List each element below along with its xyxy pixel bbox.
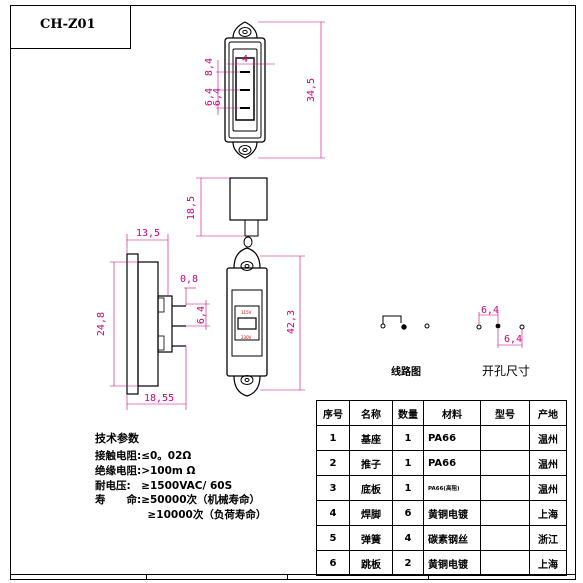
bom-cell: 基座 — [349, 425, 393, 451]
bom-cell: 碳素钢丝 — [423, 525, 481, 551]
bom-cell — [480, 550, 530, 576]
bom-header-cell: 序号 — [316, 400, 350, 426]
bom-table: 序号 名称 数量 材料 型号 产地 1 基座 1 PA66 温州 2 推子 1 … — [316, 400, 567, 576]
side-profile-view — [126, 253, 186, 395]
wiring-caption: 线路图 — [391, 367, 421, 378]
bom-cell: 温州 — [529, 425, 567, 451]
dim-side-depth: 13,5 — [136, 228, 161, 239]
bom-header-cell: 名称 — [349, 400, 393, 426]
bom-cell: PA66 — [423, 425, 481, 451]
voltage-label-lower: 230V — [241, 335, 252, 340]
dim-side-total: 18,55 — [144, 393, 175, 404]
bom-cell: 上海 — [529, 550, 567, 576]
dim-hole-horizontal: 6,4 — [481, 305, 500, 316]
dim-top-pitch-c: 6,4 — [212, 88, 223, 107]
dim-top-pitch-a: 8,4 — [204, 58, 215, 77]
front-view — [226, 247, 268, 397]
bom-cell: 6 — [392, 500, 424, 526]
bom-header-cell: 材料 — [423, 400, 481, 426]
bom-cell: 6 — [316, 550, 350, 576]
specs-heading: 技术参数 — [95, 432, 139, 445]
bom-cell — [480, 425, 530, 451]
bom-header-cell: 产地 — [529, 400, 567, 426]
bom-cell: 2 — [316, 450, 350, 476]
bom-cell — [480, 525, 530, 551]
side-profile-dimensions — [110, 234, 210, 410]
bom-cell: 浙江 — [529, 525, 567, 551]
bom-header-row: 序号 名称 数量 材料 型号 产地 — [316, 400, 567, 426]
dim-side-pin-pitch: 6,4 — [196, 306, 207, 325]
bom-cell — [480, 450, 530, 476]
bom-row: 1 基座 1 PA66 温州 — [316, 425, 567, 451]
voltage-label-upper: 115V — [241, 310, 252, 315]
bom-cell: 跳板 — [349, 550, 393, 576]
side-view-upper-dimensions — [196, 177, 245, 237]
dim-side-pin: 0,8 — [180, 274, 199, 285]
bom-cell: 1 — [392, 475, 424, 501]
bom-header-cell: 型号 — [480, 400, 530, 426]
title-box — [10, 5, 131, 49]
bom-row: 6 跳板 2 黄铜电镀 上海 — [316, 550, 567, 576]
hole-diagram — [476, 312, 525, 348]
bom-row: 5 弹簧 4 碳素钢丝 浙江 — [316, 525, 567, 551]
bom-cell: PA66(高阻) — [423, 475, 481, 501]
dim-hole-offset: 6,4 — [504, 334, 523, 345]
bom-cell: 温州 — [529, 450, 567, 476]
bom-cell: 上海 — [529, 500, 567, 526]
wiring-diagram — [380, 315, 430, 330]
dim-side-height: 24,8 — [96, 312, 107, 337]
dim-top-length: 34,5 — [306, 78, 317, 103]
spec-load-life: ≥10000次（负荷寿命） — [95, 509, 267, 521]
top-view-dimension-lines — [216, 21, 325, 159]
bom-row: 4 焊脚 6 黄铜电镀 上海 — [316, 500, 567, 526]
spec-insulation-resistance: 绝缘电阻:>100m Ω — [95, 465, 196, 477]
dim-top-width: 4 — [242, 54, 249, 65]
hole-caption: 开孔尺寸 — [482, 364, 531, 378]
bom-row: 2 推子 1 PA66 温州 — [316, 450, 567, 476]
bom-cell: PA66 — [423, 450, 481, 476]
bom-cell: 3 — [316, 475, 350, 501]
drawing-border — [10, 5, 576, 580]
bom-header-cell: 数量 — [392, 400, 424, 426]
dim-front-length: 42,3 — [286, 310, 297, 335]
spec-withstand-voltage: 耐电压: ≥1500VAC/ 60S — [95, 480, 233, 492]
drawing-title: CH-Z01 — [40, 17, 96, 32]
bom-cell: 温州 — [529, 475, 567, 501]
bom-cell: 4 — [316, 500, 350, 526]
bom-cell — [480, 500, 530, 526]
bom-cell: 推子 — [349, 450, 393, 476]
bom-cell: 黄铜电镀 — [423, 500, 481, 526]
bom-cell: 2 — [392, 550, 424, 576]
bom-cell: 弹簧 — [349, 525, 393, 551]
bom-cell — [480, 475, 530, 501]
spec-contact-resistance: 接触电阻:≤0。02Ω — [95, 450, 192, 462]
bom-cell: 5 — [316, 525, 350, 551]
side-view-upper — [229, 177, 268, 248]
top-view — [224, 21, 266, 159]
spec-mechanical-life: 寿 命:≥50000次（机械寿命） — [95, 494, 261, 506]
dim-side-upper: 18,5 — [186, 196, 197, 221]
front-view-dimensions — [260, 255, 305, 391]
bom-cell: 黄铜电镀 — [423, 550, 481, 576]
bom-cell: 底板 — [349, 475, 393, 501]
bom-row: 3 底板 1 PA66(高阻) 温州 — [316, 475, 567, 501]
bom-cell: 焊脚 — [349, 500, 393, 526]
bom-cell: 1 — [392, 450, 424, 476]
bom-cell: 1 — [392, 425, 424, 451]
bom-cell: 1 — [316, 425, 350, 451]
bom-cell: 4 — [392, 525, 424, 551]
